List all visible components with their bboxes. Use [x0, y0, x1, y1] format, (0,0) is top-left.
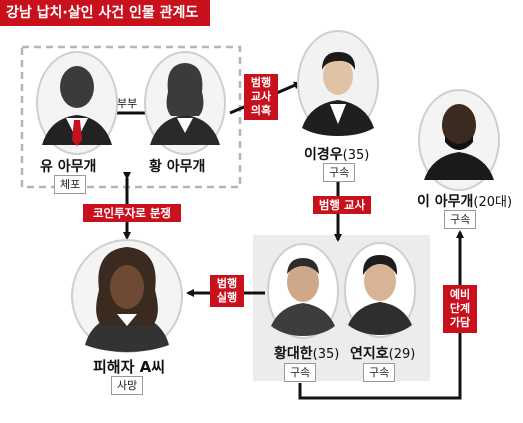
yeon-jiho-portrait [344, 242, 416, 338]
yeon-jiho-name: 연지호(29) [350, 346, 416, 362]
hwang-daehan-name: 황대한(35) [274, 346, 340, 362]
hwang-portrait [144, 51, 226, 155]
yu-status-badge: 체포 [54, 175, 87, 194]
coin-dispute-label: 코인투자로 분쟁 [83, 204, 181, 222]
hwang-name: 황 아무개 [149, 159, 206, 175]
lee-name: 이 아무개(20대) [417, 194, 513, 210]
yu-portrait [36, 51, 118, 155]
lee-gyeongwoo-status-badge: 구속 [323, 163, 356, 182]
victim-portrait [71, 239, 183, 353]
yu-name: 유 아무개 [40, 159, 97, 175]
prep-stage-label: 예비 단계 가담 [443, 285, 477, 333]
hwang-daehan-status-badge: 구속 [284, 363, 317, 382]
victim-status-badge: 사망 [111, 376, 144, 395]
yeon-jiho-status-badge: 구속 [363, 363, 396, 382]
lee-status-badge: 구속 [444, 210, 477, 229]
diagram-title: 강남 납치·살인 사건 인물 관계도 [0, 0, 210, 26]
instigation-label: 범행 교사 [313, 196, 371, 214]
hwang-daehan-portrait [267, 243, 339, 339]
lee-gyeongwoo-name: 이경우(35) [304, 147, 370, 163]
victim-name: 피해자 A씨 [93, 358, 166, 376]
execution-label: 범행 실행 [210, 275, 244, 307]
instigation-suspect-label: 범행 교사 의혹 [244, 74, 278, 120]
couple-label: 부부 [117, 97, 138, 110]
couple-group-box [20, 45, 242, 189]
lee-gyeongwoo-portrait [297, 30, 379, 136]
lee-portrait [418, 89, 500, 191]
